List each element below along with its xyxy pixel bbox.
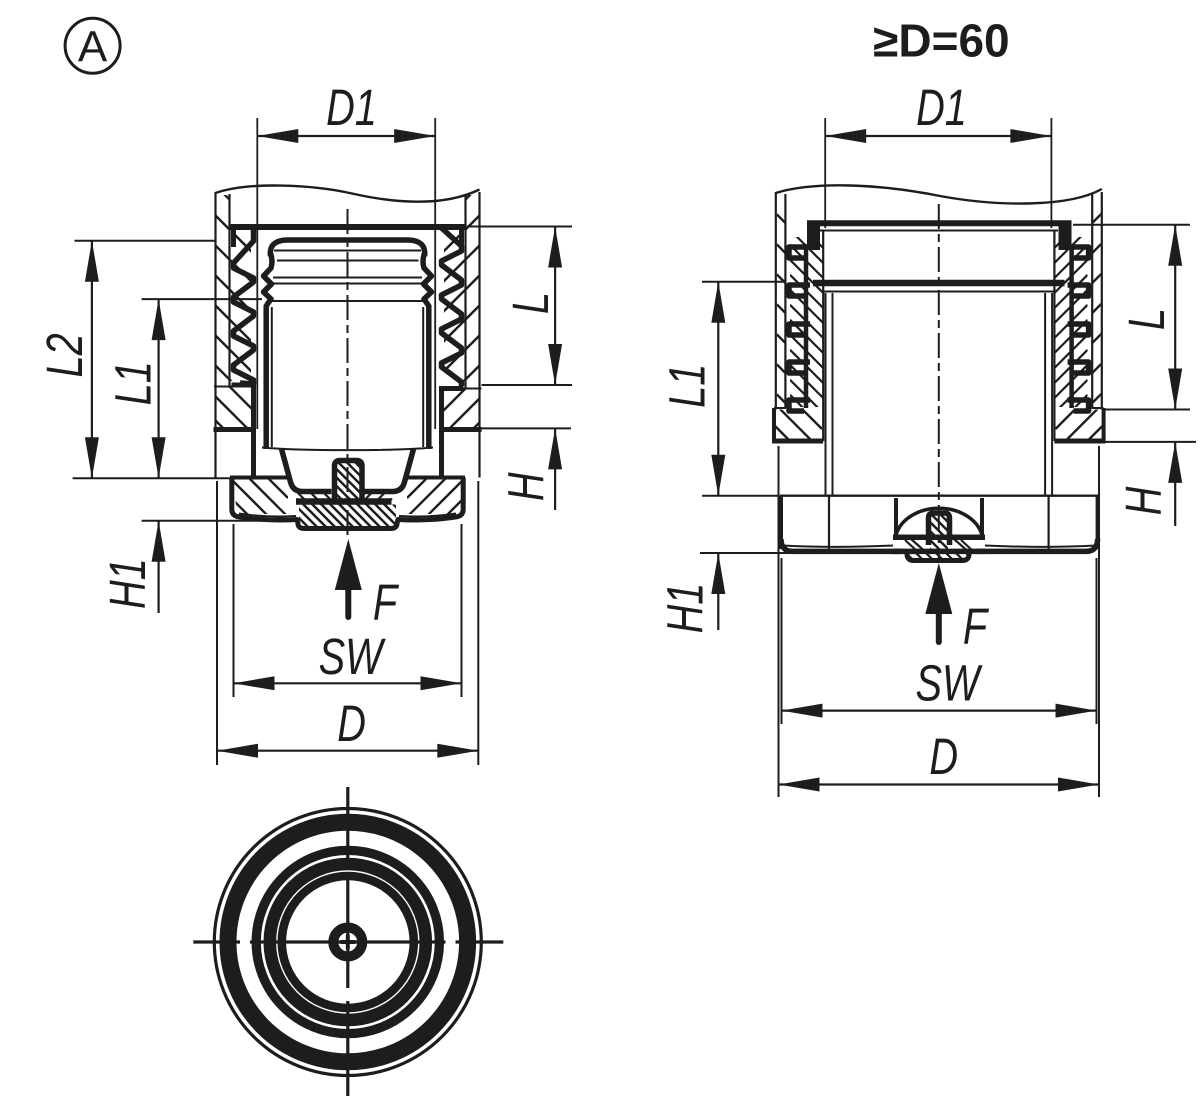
svg-text:L1: L1 bbox=[105, 361, 162, 405]
svg-text:H: H bbox=[1115, 486, 1172, 516]
svg-text:SW: SW bbox=[319, 628, 386, 685]
svg-text:H1: H1 bbox=[99, 558, 156, 609]
svg-text:L: L bbox=[502, 292, 559, 314]
svg-text:F: F bbox=[963, 598, 990, 655]
svg-text:D: D bbox=[337, 695, 366, 752]
svg-text:L1: L1 bbox=[659, 364, 716, 408]
svg-text:L: L bbox=[1118, 308, 1175, 330]
svg-text:H1: H1 bbox=[657, 583, 714, 634]
svg-text:F: F bbox=[373, 574, 400, 631]
svg-text:A: A bbox=[78, 23, 108, 72]
svg-text:L2: L2 bbox=[36, 333, 93, 377]
svg-text:≥D=60: ≥D=60 bbox=[873, 14, 1010, 66]
svg-text:D1: D1 bbox=[326, 79, 377, 136]
svg-text:H: H bbox=[498, 472, 555, 502]
svg-text:D: D bbox=[929, 728, 958, 785]
svg-text:SW: SW bbox=[915, 655, 982, 712]
svg-text:D1: D1 bbox=[916, 79, 967, 136]
